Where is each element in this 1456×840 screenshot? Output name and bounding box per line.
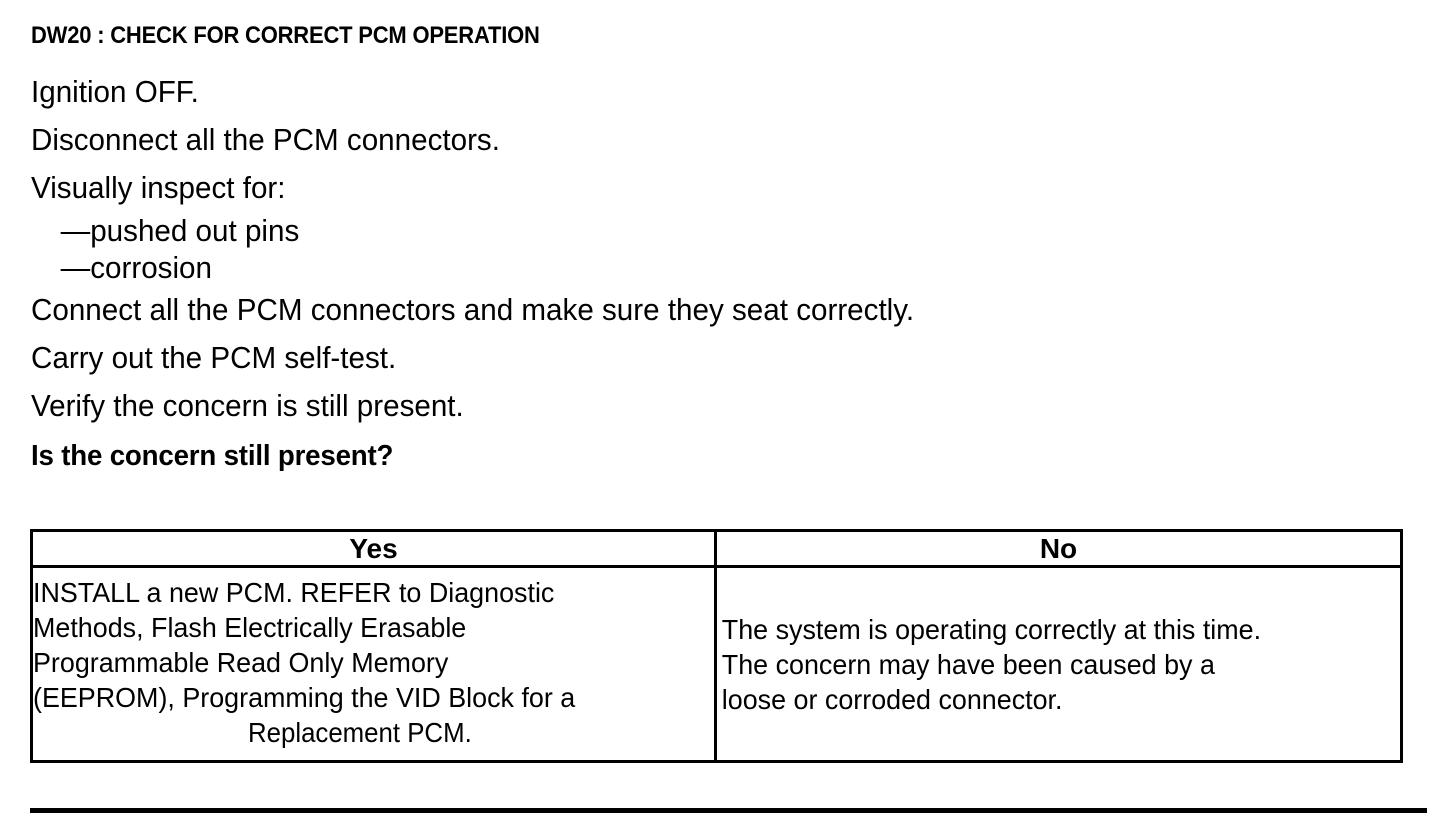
column-header-yes: Yes — [30, 529, 717, 568]
column-header-no: No — [714, 529, 1403, 568]
cell-line: loose or corroded connector. — [721, 684, 1063, 715]
cell-line-centered: Replacement PCM. — [248, 717, 472, 748]
decision-table: Yes No INSTALL a new PCM. REFER to Diagn… — [30, 529, 1403, 763]
cell-yes-action: INSTALL a new PCM. REFER to Diagnostic M… — [30, 565, 717, 763]
instruction-line: Visually inspect for: — [31, 170, 286, 205]
inspect-bullet: —corrosion — [60, 250, 212, 285]
cell-no-action: The system is operating correctly at thi… — [714, 565, 1403, 763]
instruction-line: Disconnect all the PCM connectors. — [31, 122, 500, 157]
instruction-line: Carry out the PCM self-test. — [31, 340, 397, 375]
footer-divider — [30, 808, 1427, 813]
table-header-row: Yes No — [30, 529, 1403, 568]
cell-line: The concern may have been caused by a — [721, 649, 1215, 680]
instruction-line: Connect all the PCM connectors and make … — [31, 292, 915, 327]
instruction-line: Verify the concern is still present. — [31, 388, 464, 423]
cell-no-lines: The system is operating correctly at thi… — [717, 568, 1373, 717]
instruction-list: Ignition OFF. Disconnect all the PCM con… — [31, 68, 1411, 482]
decision-question: Is the concern still present? — [31, 440, 394, 472]
inspect-bullet: —pushed out pins — [60, 213, 300, 248]
cell-line: Methods, Flash Electrically Erasable — [33, 612, 467, 643]
cell-line: INSTALL a new PCM. REFER to Diagnostic — [33, 577, 555, 608]
cell-line: Programmable Read Only Memory — [33, 647, 449, 678]
cell-line: The system is operating correctly at thi… — [721, 614, 1262, 645]
instruction-line: Ignition OFF. — [31, 74, 199, 109]
page-title: DW20 : CHECK FOR CORRECT PCM OPERATION — [31, 22, 540, 49]
cell-yes-lines: INSTALL a new PCM. REFER to Diagnostic M… — [33, 568, 687, 750]
cell-line: (EEPROM), Programming the VID Block for … — [33, 682, 576, 713]
table-row: INSTALL a new PCM. REFER to Diagnostic M… — [30, 565, 1403, 763]
